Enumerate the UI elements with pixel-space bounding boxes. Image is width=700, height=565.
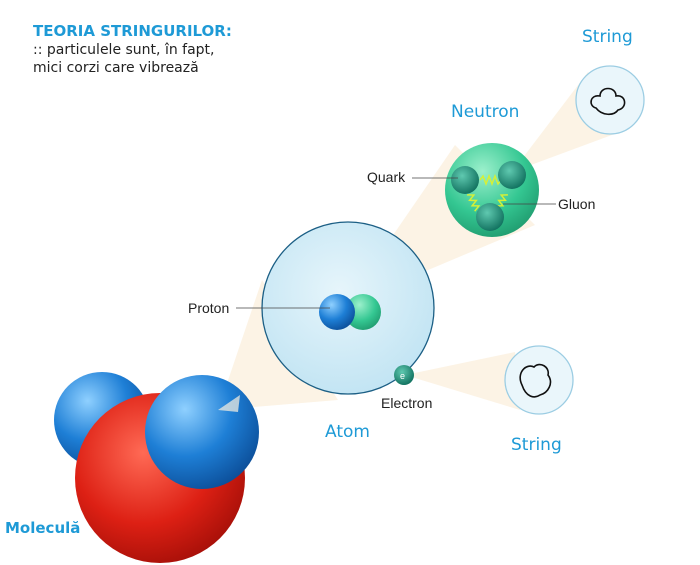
subtitle-line-1: :: particulele sunt, în fapt,: [33, 42, 215, 58]
label-neutron: Neutron: [451, 102, 520, 122]
diagram-title: TEORIA STRINGURILOR:: [33, 22, 232, 40]
string-loop-icon: [590, 87, 626, 116]
label-atom: Atom: [325, 422, 370, 442]
diagram-subtitle: :: particulele sunt, în fapt, mici corzi…: [33, 41, 215, 77]
proton-neutron-green: [345, 294, 381, 330]
quark: [451, 166, 479, 194]
quark: [498, 161, 526, 189]
electron-symbol: e: [400, 371, 405, 381]
proton: [319, 294, 355, 330]
zoom-cone-electron-string: [405, 352, 520, 410]
string-circle-bottom: [504, 345, 574, 415]
electron: [394, 365, 414, 385]
label-molecule: Moleculă: [5, 519, 81, 537]
label-gluon: Gluon: [558, 196, 596, 212]
zoom-cone-origin: [218, 395, 240, 412]
gluon-spring: [479, 173, 502, 187]
molecule-hydrogen-right: [145, 375, 259, 489]
gluon-spring: [467, 194, 481, 212]
label-electron: Electron: [381, 395, 433, 411]
label-quark: Quark: [367, 169, 406, 185]
quark: [476, 203, 504, 231]
label-string-top: String: [582, 27, 633, 47]
subtitle-line-2: mici corzi care vibrează: [33, 60, 199, 76]
string-loop-icon: [519, 363, 552, 398]
string-circle-top: [575, 65, 645, 135]
label-string-bottom: String: [511, 435, 562, 455]
label-proton: Proton: [188, 300, 230, 316]
